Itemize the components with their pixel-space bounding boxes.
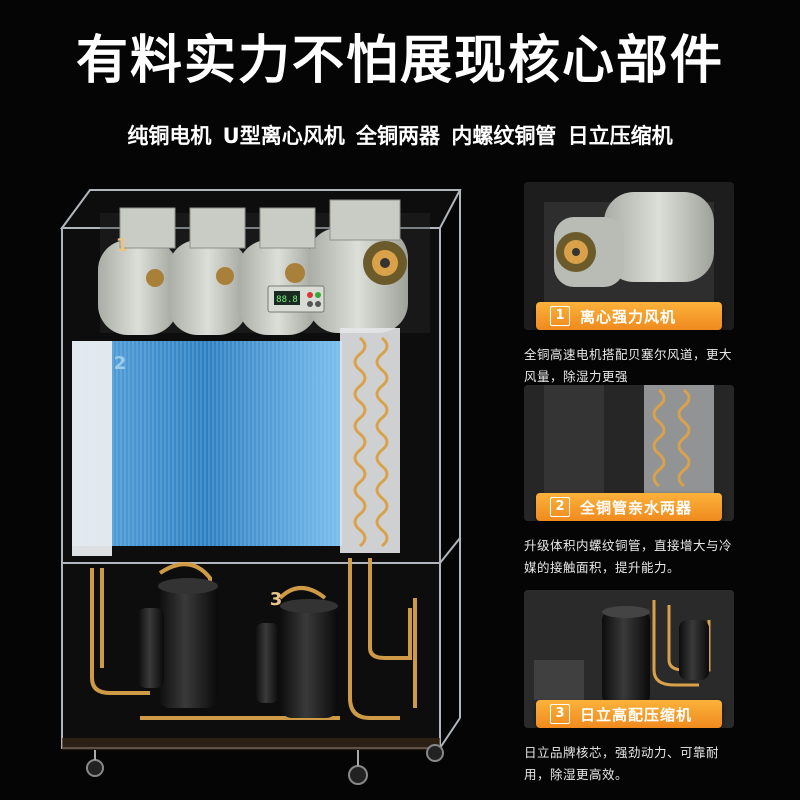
- fan-closeup-svg: [524, 182, 734, 330]
- feature-title: 全铜管亲水两器: [580, 498, 693, 517]
- base-wheels: [62, 738, 444, 785]
- controller-display: 88.8: [276, 295, 298, 305]
- feature-title: 日立高配压缩机: [580, 705, 693, 724]
- feature-number: 3: [550, 704, 570, 724]
- machine-svg: 88.8: [60, 189, 462, 785]
- feature-card-compressor: 3 日立高配压缩机 日立品牌核芯，强劲动力、可靠耐用，除湿更高效。: [524, 590, 734, 786]
- copper-piping: [90, 558, 417, 720]
- feature-description: 升级体积内螺纹铜管，直接增大与冷媒的接触面积，提升能力。: [524, 538, 733, 575]
- compressors: [138, 578, 338, 718]
- coil-closeup-image: 2 全铜管亲水两器: [524, 385, 734, 521]
- machine-label-3: 3: [269, 589, 283, 610]
- centrifugal-fans: [98, 199, 430, 335]
- dehumidifier-illustration: 88.8: [40, 178, 510, 793]
- feature-card-fan: 1 离心强力风机 全铜高速电机搭配贝塞尔风道，更大风量，除湿力更强: [524, 182, 734, 388]
- controller-panel: 88.8: [267, 285, 325, 313]
- feature-number: 1: [550, 306, 570, 326]
- compressor-closeup-image: 3 日立高配压缩机: [524, 590, 734, 728]
- page-subtitle: 纯铜电机 U型离心风机 全铜两器 内螺纹铜管 日立压缩机: [127, 124, 673, 148]
- feature-label-coil: 2 全铜管亲水两器: [536, 493, 722, 521]
- page-title: 有料实力不怕展现核心部件: [75, 31, 724, 91]
- machine-label-2: 2: [113, 353, 127, 374]
- fan-closeup-image: 1 离心强力风机: [524, 182, 734, 330]
- feature-number: 2: [550, 497, 570, 517]
- feature-label-compressor: 3 日立高配压缩机: [536, 700, 722, 728]
- feature-label-fan: 1 离心强力风机: [536, 302, 722, 330]
- feature-card-coil: 2 全铜管亲水两器 升级体积内螺纹铜管，直接增大与冷媒的接触面积，提升能力。: [524, 385, 734, 579]
- feature-description: 全铜高速电机搭配贝塞尔风道，更大风量，除湿力更强: [524, 347, 733, 384]
- evaporator-coil: [72, 328, 400, 556]
- machine-label-1: 1: [115, 235, 129, 256]
- feature-title: 离心强力风机: [580, 307, 677, 326]
- feature-description: 日立品牌核芯，强劲动力、可靠耐用，除湿更高效。: [524, 745, 720, 782]
